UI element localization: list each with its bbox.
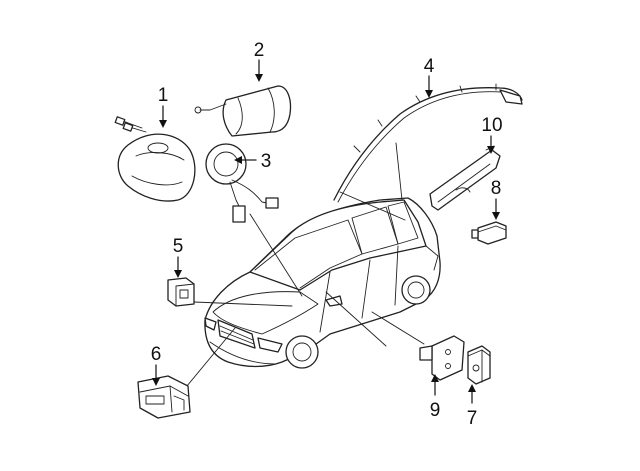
callout-8: 8 xyxy=(491,178,502,199)
callout-10: 10 xyxy=(481,115,502,136)
control-module-icon xyxy=(137,375,191,419)
callout-2: 2 xyxy=(254,40,265,61)
callout-7: 7 xyxy=(467,408,478,429)
seat-airbag-icon xyxy=(429,145,501,211)
callout-5: 5 xyxy=(173,236,184,257)
callout-9: 9 xyxy=(430,400,441,421)
callout-1: 1 xyxy=(158,85,169,106)
leader-lines xyxy=(181,142,425,393)
diagnosis-sensor-icon xyxy=(167,277,195,307)
car-illustration xyxy=(204,197,441,369)
front-impact-sensor-icon xyxy=(471,221,507,245)
passenger-airbag-module-icon xyxy=(194,85,292,137)
sensor-bracket-icon xyxy=(419,335,465,381)
callout-3: 3 xyxy=(261,151,272,172)
clockspring-icon xyxy=(205,143,279,223)
side-impact-sensor-icon xyxy=(467,345,491,385)
callout-4: 4 xyxy=(424,56,435,77)
callout-6: 6 xyxy=(151,344,162,365)
callout-arrows xyxy=(152,59,500,404)
driver-airbag-module-icon xyxy=(114,116,196,202)
